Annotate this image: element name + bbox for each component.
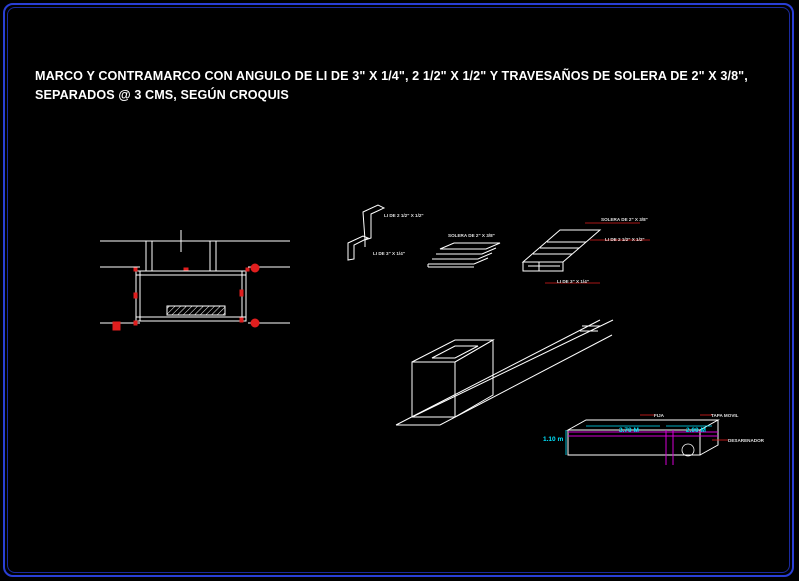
section-view — [100, 230, 290, 324]
hatched-plate — [166, 305, 226, 316]
channel-edge-mid — [411, 319, 614, 418]
label-solera: SOLERA DE 2" X 3/8" — [448, 233, 495, 238]
assembly-leaders — [545, 222, 650, 284]
solera-bar-4 — [428, 257, 489, 265]
label-fija: FIJA — [654, 413, 665, 418]
label-angle-top: LI DE 2 1/2" X 1/2" — [384, 213, 424, 218]
label-desarenador: DESARENADOR — [728, 438, 765, 443]
channel-edge-front — [396, 334, 613, 426]
box-grate — [431, 345, 479, 359]
wall-right — [209, 240, 217, 272]
label-asm-solera: SOLERA DE 2" X 3/8" — [601, 217, 648, 222]
marker-top-center — [183, 267, 189, 271]
solera-bar-3 — [432, 252, 493, 260]
marker-right-bottom — [250, 318, 260, 328]
marker-left-mid — [133, 292, 138, 299]
section-markers — [112, 263, 260, 331]
angle-top-piece — [362, 204, 386, 241]
dim-mobile-value: 2.00 M — [686, 427, 706, 434]
desarenador-side — [699, 420, 719, 456]
solera-bar-1 — [439, 242, 501, 250]
isometric-channel — [395, 319, 614, 426]
channel-edge-back — [395, 319, 601, 426]
title-line-2: SEPARADOS @ 3 CMS, SEGÚN CROQUIS — [35, 88, 289, 102]
label-angle-bottom: LI DE 3" X 1/4" — [373, 251, 405, 256]
dim-fixed-value: 3.70 M — [619, 427, 639, 434]
drawing-frame — [3, 3, 794, 577]
desarenador-view — [565, 414, 728, 465]
marker-bl — [133, 320, 138, 326]
desarenador-front — [567, 430, 701, 456]
marker-right-mid — [239, 289, 244, 297]
marker-tl — [133, 267, 138, 272]
marker-tr — [245, 267, 250, 272]
angle-bottom-piece — [347, 235, 370, 261]
wall-left — [145, 240, 153, 272]
solera-bars — [427, 242, 501, 268]
marker-br — [239, 317, 244, 323]
box-front — [411, 361, 456, 418]
label-asm-li-bottom: LI DE 3" X 1/4" — [557, 279, 589, 284]
drawing-frame-inner — [7, 7, 790, 573]
drawing-title: MARCO Y CONTRAMARCO CON ANGULO DE LI DE … — [35, 67, 775, 105]
desarenador-pit — [681, 443, 695, 457]
marker-left-bottom — [112, 321, 121, 331]
angle-profiles — [347, 204, 386, 261]
assembly-detail — [521, 229, 602, 272]
box-top — [411, 339, 495, 363]
assembly-top — [521, 229, 602, 263]
box-side — [454, 339, 494, 418]
solera-bar-2 — [436, 247, 497, 255]
title-line-1: MARCO Y CONTRAMARCO CON ANGULO DE LI DE … — [35, 69, 748, 83]
label-asm-li-mid: LI DE 2 1/2" X 1/2" — [605, 237, 645, 242]
dim-height-value: 1.10 m — [543, 436, 563, 443]
label-tapa-movil: TAPA MOVIL — [711, 413, 739, 418]
assembly-front — [522, 262, 564, 272]
marker-right-top — [250, 263, 260, 273]
